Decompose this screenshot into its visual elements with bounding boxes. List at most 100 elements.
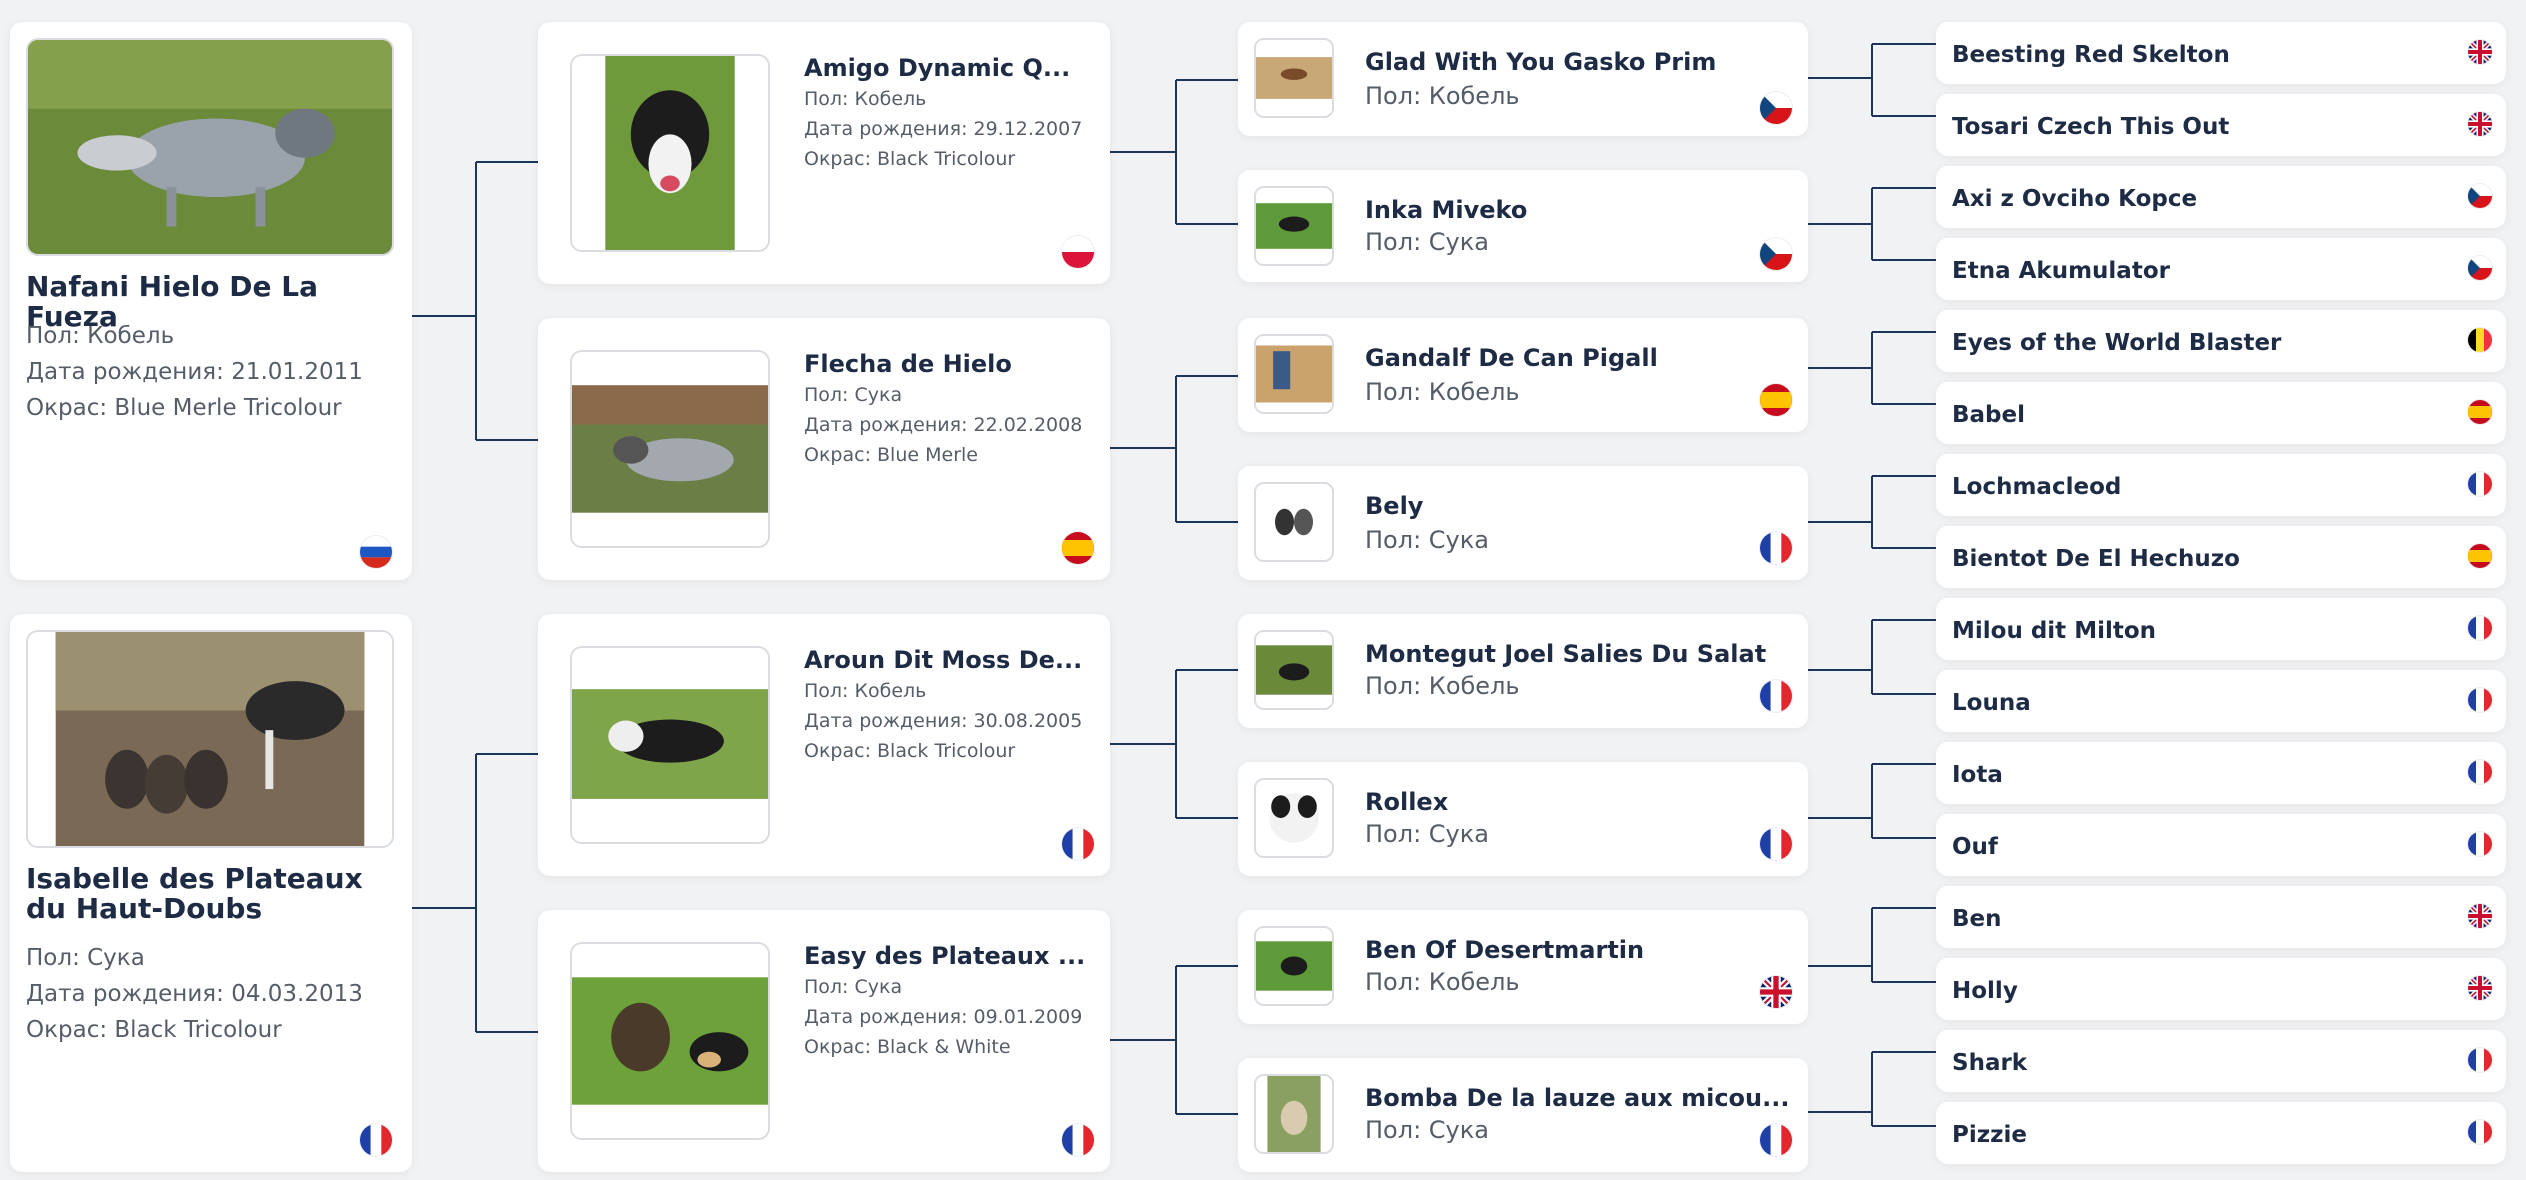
dog-photo	[26, 630, 394, 848]
dog-card-gen4[interactable]: Pizzie	[1936, 1102, 2506, 1164]
dog-name[interactable]: Beesting Red Skelton	[1952, 42, 2230, 68]
dog-card-dam[interactable]: Isabelle des Plateaux du Haut-Doubs Пол:…	[10, 614, 412, 1172]
dog-name[interactable]: Eyes of the World Blaster	[1952, 330, 2282, 356]
dog-name[interactable]: Flecha de Hielo	[804, 350, 1012, 378]
dog-color: Окрас: Blue Merle Tricolour	[26, 395, 342, 421]
dog-name[interactable]: Isabelle des Plateaux du Haut-Doubs	[26, 862, 363, 925]
poland-flag-icon	[1062, 236, 1094, 268]
dog-sex: Пол: Сука	[26, 945, 145, 971]
russia-flag-icon	[360, 536, 392, 568]
dog-dob: Дата рождения: 04.03.2013	[26, 981, 363, 1007]
dog-photo	[1254, 926, 1334, 1006]
dog-name[interactable]: Easy des Plateaux ...	[804, 942, 1086, 970]
dog-card-gen3[interactable]: Inka Miveko Пол: Сука	[1238, 170, 1808, 282]
france-flag-icon	[2468, 832, 2492, 856]
dog-name[interactable]: Lochmacleod	[1952, 474, 2122, 500]
dog-card-gen4[interactable]: Etna Akumulator	[1936, 238, 2506, 300]
dog-dob: Дата рождения: 22.02.2008	[804, 414, 1083, 436]
dog-card-gen3[interactable]: Rollex Пол: Сука	[1238, 762, 1808, 876]
dog-color: Окрас: Black Tricolour	[804, 148, 1016, 170]
czech-flag-icon	[2468, 184, 2492, 208]
dog-sex: Пол: Сука	[1365, 1116, 1489, 1144]
dog-name[interactable]: Holly	[1952, 978, 2018, 1004]
dog-name[interactable]: Montegut Joel Salies Du Salat	[1365, 640, 1767, 668]
dog-card-gen3[interactable]: Glad With You Gasko Prim Пол: Кобель	[1238, 22, 1808, 136]
dog-sex: Пол: Сука	[804, 976, 903, 998]
spain-flag-icon	[2468, 400, 2492, 424]
france-flag-icon	[1760, 680, 1792, 712]
dog-card-gen3[interactable]: Gandalf De Can Pigall Пол: Кобель	[1238, 318, 1808, 432]
dog-name[interactable]: Rollex	[1365, 788, 1449, 816]
dog-name[interactable]: Ben Of Desertmartin	[1365, 936, 1645, 964]
spain-flag-icon	[1760, 384, 1792, 416]
dog-dob: Дата рождения: 09.01.2009	[804, 1006, 1083, 1028]
dog-name[interactable]: Milou dit Milton	[1952, 618, 2157, 644]
dog-card-gen4[interactable]: Lochmacleod	[1936, 454, 2506, 516]
dog-name[interactable]: Aroun Dit Moss De...	[804, 646, 1083, 674]
dog-card-gen2[interactable]: Aroun Dit Moss De... Пол: Кобель Дата ро…	[538, 614, 1110, 876]
dog-name[interactable]: Gandalf De Can Pigall	[1365, 344, 1658, 372]
dog-photo	[1254, 482, 1334, 562]
dog-card-gen4[interactable]: Ben	[1936, 886, 2506, 948]
dog-name[interactable]: Axi z Ovciho Kopce	[1952, 186, 2198, 212]
dog-name[interactable]: Shark	[1952, 1050, 2028, 1076]
dog-name[interactable]: Babel	[1952, 402, 2025, 428]
dog-photo	[1254, 630, 1334, 710]
dog-name[interactable]: Pizzie	[1952, 1122, 2027, 1148]
dog-details: Пол: Кобель Дата рождения: 21.01.2011 Ок…	[26, 318, 363, 426]
dog-dob: Дата рождения: 21.01.2011	[26, 359, 363, 385]
dog-card-gen4[interactable]: Iota	[1936, 742, 2506, 804]
dog-photo	[1254, 334, 1334, 414]
dog-name[interactable]: Bely	[1365, 492, 1424, 520]
dog-sex: Пол: Кобель	[1365, 968, 1520, 996]
dog-name[interactable]: Amigo Dynamic Q...	[804, 54, 1071, 82]
dog-card-gen4[interactable]: Beesting Red Skelton	[1936, 22, 2506, 84]
dog-name[interactable]: Inka Miveko	[1365, 196, 1528, 224]
dog-name[interactable]: Ouf	[1952, 834, 1998, 860]
france-flag-icon	[2468, 1120, 2492, 1144]
czech-flag-icon	[2468, 256, 2492, 280]
france-flag-icon	[2468, 760, 2492, 784]
dog-sex: Пол: Сука	[1365, 820, 1489, 848]
dog-sex: Пол: Кобель	[26, 323, 175, 349]
dog-name[interactable]: Ben	[1952, 906, 2002, 932]
dog-card-gen4[interactable]: Axi z Ovciho Kopce	[1936, 166, 2506, 228]
dog-name[interactable]: Bomba De la lauze aux micou...	[1365, 1084, 1790, 1112]
dog-card-gen4[interactable]: Bientot De El Hechuzo	[1936, 526, 2506, 588]
dog-card-gen2[interactable]: Amigo Dynamic Q... Пол: Кобель Дата рожд…	[538, 22, 1110, 284]
dog-card-gen3[interactable]: Bomba De la lauze aux micou... Пол: Сука	[1238, 1058, 1808, 1172]
dog-card-gen4[interactable]: Eyes of the World Blaster	[1936, 310, 2506, 372]
dog-name[interactable]: Tosari Czech This Out	[1952, 114, 2230, 140]
dog-details: Пол: Сука Дата рождения: 22.02.2008 Окра…	[804, 380, 1082, 470]
dog-name[interactable]: Glad With You Gasko Prim	[1365, 48, 1717, 76]
dog-dob: Дата рождения: 30.08.2005	[804, 710, 1083, 732]
belgium-flag-icon	[2468, 328, 2492, 352]
france-flag-icon	[1062, 828, 1094, 860]
dog-card-gen2[interactable]: Flecha de Hielo Пол: Сука Дата рождения:…	[538, 318, 1110, 580]
dog-card-gen3[interactable]: Ben Of Desertmartin Пол: Кобель	[1238, 910, 1808, 1024]
dog-card-gen4[interactable]: Shark	[1936, 1030, 2506, 1092]
dog-photo	[1254, 38, 1334, 118]
dog-card-gen4[interactable]: Milou dit Milton	[1936, 598, 2506, 660]
dog-card-gen3[interactable]: Bely Пол: Сука	[1238, 466, 1808, 580]
dog-card-gen3[interactable]: Montegut Joel Salies Du Salat Пол: Кобел…	[1238, 614, 1808, 728]
dog-card-gen2[interactable]: Easy des Plateaux ... Пол: Сука Дата рож…	[538, 910, 1110, 1172]
dog-photo	[1254, 1074, 1334, 1154]
dog-card-gen4[interactable]: Holly	[1936, 958, 2506, 1020]
dog-name[interactable]: Bientot De El Hechuzo	[1952, 546, 2240, 572]
dog-color: Окрас: Blue Merle	[804, 444, 978, 466]
dog-sex: Пол: Сука	[804, 384, 903, 406]
dog-card-gen4[interactable]: Babel	[1936, 382, 2506, 444]
dog-card-sire[interactable]: Nafani Hielo De La Fueza Пол: Кобель Дат…	[10, 22, 412, 580]
dog-name[interactable]: Iota	[1952, 762, 2003, 788]
dog-name[interactable]: Etna Akumulator	[1952, 258, 2170, 284]
france-flag-icon	[2468, 688, 2492, 712]
dog-card-gen4[interactable]: Tosari Czech This Out	[1936, 94, 2506, 156]
dog-name[interactable]: Louna	[1952, 690, 2031, 716]
dog-sex: Пол: Кобель	[1365, 672, 1520, 700]
dog-photo	[1254, 778, 1334, 858]
dog-name[interactable]: Nafani Hielo De La Fueza	[26, 270, 319, 333]
dog-card-gen4[interactable]: Ouf	[1936, 814, 2506, 876]
dog-details: Пол: Кобель Дата рождения: 29.12.2007 Ок…	[804, 84, 1082, 174]
dog-card-gen4[interactable]: Louna	[1936, 670, 2506, 732]
